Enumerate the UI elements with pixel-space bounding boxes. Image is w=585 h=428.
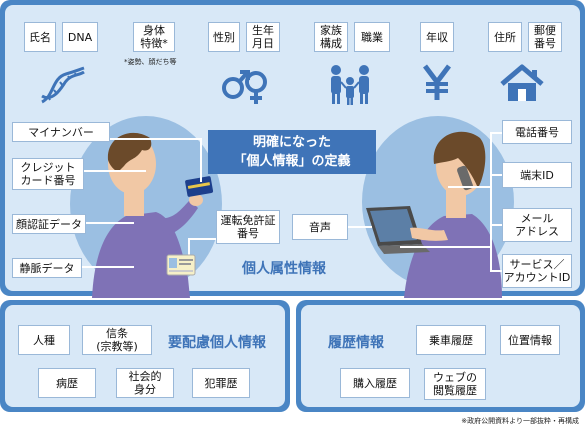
sensitive-item-medical-history: 病歴 bbox=[38, 368, 96, 398]
sensitive-item-belief: 信条 (宗教等) bbox=[82, 325, 152, 355]
connector-line bbox=[490, 174, 502, 176]
label-email-address: メール アドレス bbox=[502, 208, 572, 242]
personal-attribute-title: 個人属性情報 bbox=[242, 261, 326, 277]
connector-line bbox=[348, 226, 372, 228]
definition-banner-text: 明確になった 「個人情報」の定義 bbox=[233, 135, 351, 169]
label-my-number: マイナンバー bbox=[12, 122, 110, 142]
connector-line bbox=[448, 186, 490, 188]
top-label-physical-features: 身体 特徴* bbox=[133, 22, 175, 52]
license-card-icon bbox=[166, 254, 196, 276]
connector-line bbox=[188, 238, 190, 262]
yen-icon bbox=[423, 64, 451, 100]
top-label-sex: 性別 bbox=[208, 22, 240, 52]
top-label-dna: DNA bbox=[62, 22, 98, 52]
history-item-location-info: 位置情報 bbox=[500, 325, 560, 355]
house-icon bbox=[500, 64, 544, 101]
history-item-purchase-history: 購入履歴 bbox=[340, 368, 410, 398]
connector-line bbox=[490, 132, 492, 272]
label-face-recognition-data: 顔認証データ bbox=[12, 214, 86, 234]
family-icon bbox=[331, 65, 369, 105]
label-service-account-id: サービス／ アカウントID bbox=[502, 254, 572, 288]
sensitive-item-race: 人種 bbox=[18, 325, 70, 355]
label-device-id: 端末ID bbox=[502, 162, 572, 188]
definition-banner: 明確になった 「個人情報」の定義 bbox=[208, 130, 376, 174]
top-label-postal-code: 郵便 番号 bbox=[528, 22, 562, 52]
connector-line bbox=[200, 138, 202, 182]
gender-icon bbox=[222, 70, 267, 104]
source-note: ※政府公開資料より一部抜粋・再構成 bbox=[461, 417, 579, 425]
left-person-illustration bbox=[70, 116, 222, 298]
top-label-name: 氏名 bbox=[24, 22, 56, 52]
history-item-boarding-history: 乗車履歴 bbox=[416, 325, 486, 355]
label-phone-number: 電話番号 bbox=[502, 120, 572, 144]
top-label-occupation: 職業 bbox=[354, 22, 390, 52]
top-label-birthdate: 生年 月日 bbox=[246, 22, 280, 52]
label-credit-card-number: クレジット カード番号 bbox=[12, 158, 84, 190]
connector-line bbox=[490, 132, 502, 134]
history-item-web-browsing-history: ウェブの 閲覧履歴 bbox=[424, 368, 486, 400]
connector-line bbox=[110, 138, 202, 140]
right-person-illustration bbox=[362, 116, 514, 298]
label-drivers-license-number: 運転免許証 番号 bbox=[216, 210, 280, 244]
sensitive-info-title: 要配慮個人情報 bbox=[168, 335, 266, 351]
connector-line bbox=[188, 238, 218, 240]
top-label-income: 年収 bbox=[420, 22, 454, 52]
top-label-family: 家族 構成 bbox=[314, 22, 348, 52]
connector-line bbox=[490, 270, 502, 272]
top-label-address: 住所 bbox=[488, 22, 522, 52]
dna-icon bbox=[41, 66, 85, 104]
connector-line bbox=[490, 224, 502, 226]
sensitive-item-criminal-record: 犯罪歴 bbox=[192, 368, 250, 398]
history-info-title: 履歴情報 bbox=[328, 335, 384, 351]
physical-features-note: *姿勢、顔だち等 bbox=[124, 58, 177, 66]
sensitive-item-social-status: 社会的 身分 bbox=[116, 368, 174, 398]
connector-line bbox=[84, 170, 146, 172]
label-voice: 音声 bbox=[292, 214, 348, 240]
label-vein-data: 静脈データ bbox=[12, 258, 82, 278]
connector-line bbox=[82, 266, 134, 268]
connector-line bbox=[84, 222, 134, 224]
connector-line bbox=[400, 246, 490, 248]
